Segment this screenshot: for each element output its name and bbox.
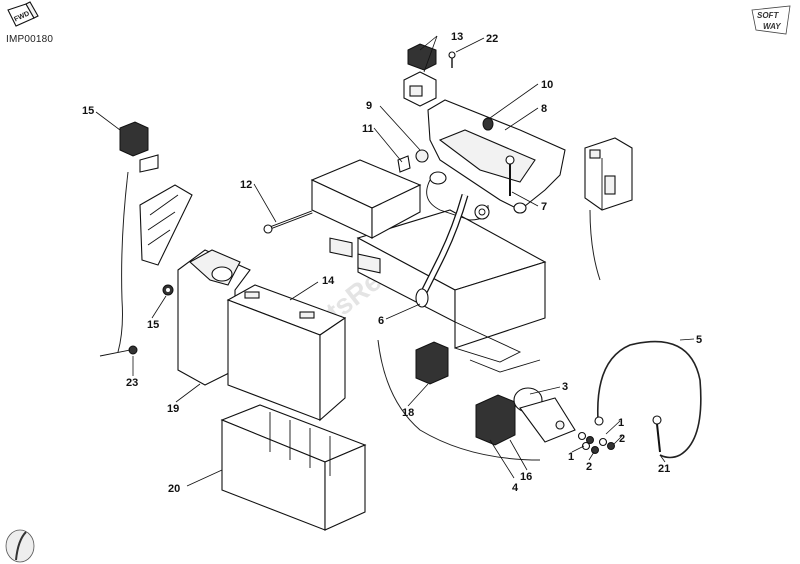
- cable-lug: [594, 416, 604, 426]
- screw-22: [448, 51, 456, 68]
- callout-8: 8: [541, 103, 547, 115]
- callout-6: 6: [378, 315, 384, 327]
- callout-21: 21: [658, 463, 670, 475]
- callout-14: 14: [322, 275, 335, 287]
- battery: [226, 284, 347, 422]
- ground-cable: [596, 340, 702, 459]
- callout-13: 13: [451, 31, 463, 43]
- callout-17: 15: [82, 105, 94, 117]
- callout-15: 15: [147, 319, 159, 331]
- fuse-wire: [117, 171, 129, 353]
- diagram-code: IMP00180: [6, 34, 54, 45]
- callout-2-upper: 2: [619, 433, 625, 445]
- callout-16: 16: [520, 471, 532, 483]
- callout-9: 9: [366, 100, 372, 112]
- bolt-7: [505, 155, 515, 196]
- relay-upper: [403, 43, 437, 107]
- starter-relay: [475, 387, 576, 446]
- callout-22: 22: [486, 33, 498, 45]
- washers: [577, 431, 615, 454]
- forward-arrow-icon: FWD: [7, 1, 39, 27]
- support-bracket: [426, 99, 566, 221]
- callout-1-upper: 1: [618, 417, 624, 429]
- control-unit: [310, 159, 422, 274]
- nut-15: [162, 284, 174, 296]
- callout-1-lower: 1: [568, 451, 574, 463]
- battery-tray: [356, 209, 547, 373]
- screw-23: [99, 345, 138, 357]
- callout-12: 12: [240, 179, 252, 191]
- cable-lug-21: [652, 415, 662, 425]
- callout-19: 19: [167, 403, 179, 415]
- logo-line2: WAY: [763, 22, 781, 31]
- long-bolt-12: [263, 210, 313, 234]
- right-module: [584, 137, 633, 281]
- terminal-cap-18: [415, 341, 449, 385]
- battery-strap: [415, 194, 469, 308]
- callout-20: 20: [168, 483, 180, 495]
- callout-7: 7: [541, 201, 547, 213]
- leader-lines: [95, 35, 695, 487]
- softway-logo: SOFT WAY: [751, 5, 791, 35]
- callout-11: 11: [362, 123, 374, 135]
- callout-labels: 15 13 22 10 8 9 11 12 7 14 15 6 5 3 18 1…: [82, 31, 702, 495]
- grommet: [482, 117, 494, 131]
- callout-3: 3: [562, 381, 568, 393]
- callout-18: 18: [402, 407, 414, 419]
- fuse-box: [139, 184, 193, 266]
- callout-23: 23: [126, 377, 138, 389]
- fastener-11: [397, 149, 429, 173]
- battery-bottom-holder: [220, 404, 367, 531]
- lug-shaft: [656, 423, 661, 453]
- callout-4: 4: [512, 482, 519, 494]
- gear-icon: [474, 204, 490, 220]
- feather-mark-icon: [5, 529, 35, 563]
- callout-5: 5: [696, 334, 702, 346]
- logo-line1: SOFT: [757, 11, 779, 20]
- terminal-cap-17: [119, 121, 159, 173]
- callout-10: 10: [541, 79, 553, 91]
- callout-2-lower: 2: [586, 461, 592, 473]
